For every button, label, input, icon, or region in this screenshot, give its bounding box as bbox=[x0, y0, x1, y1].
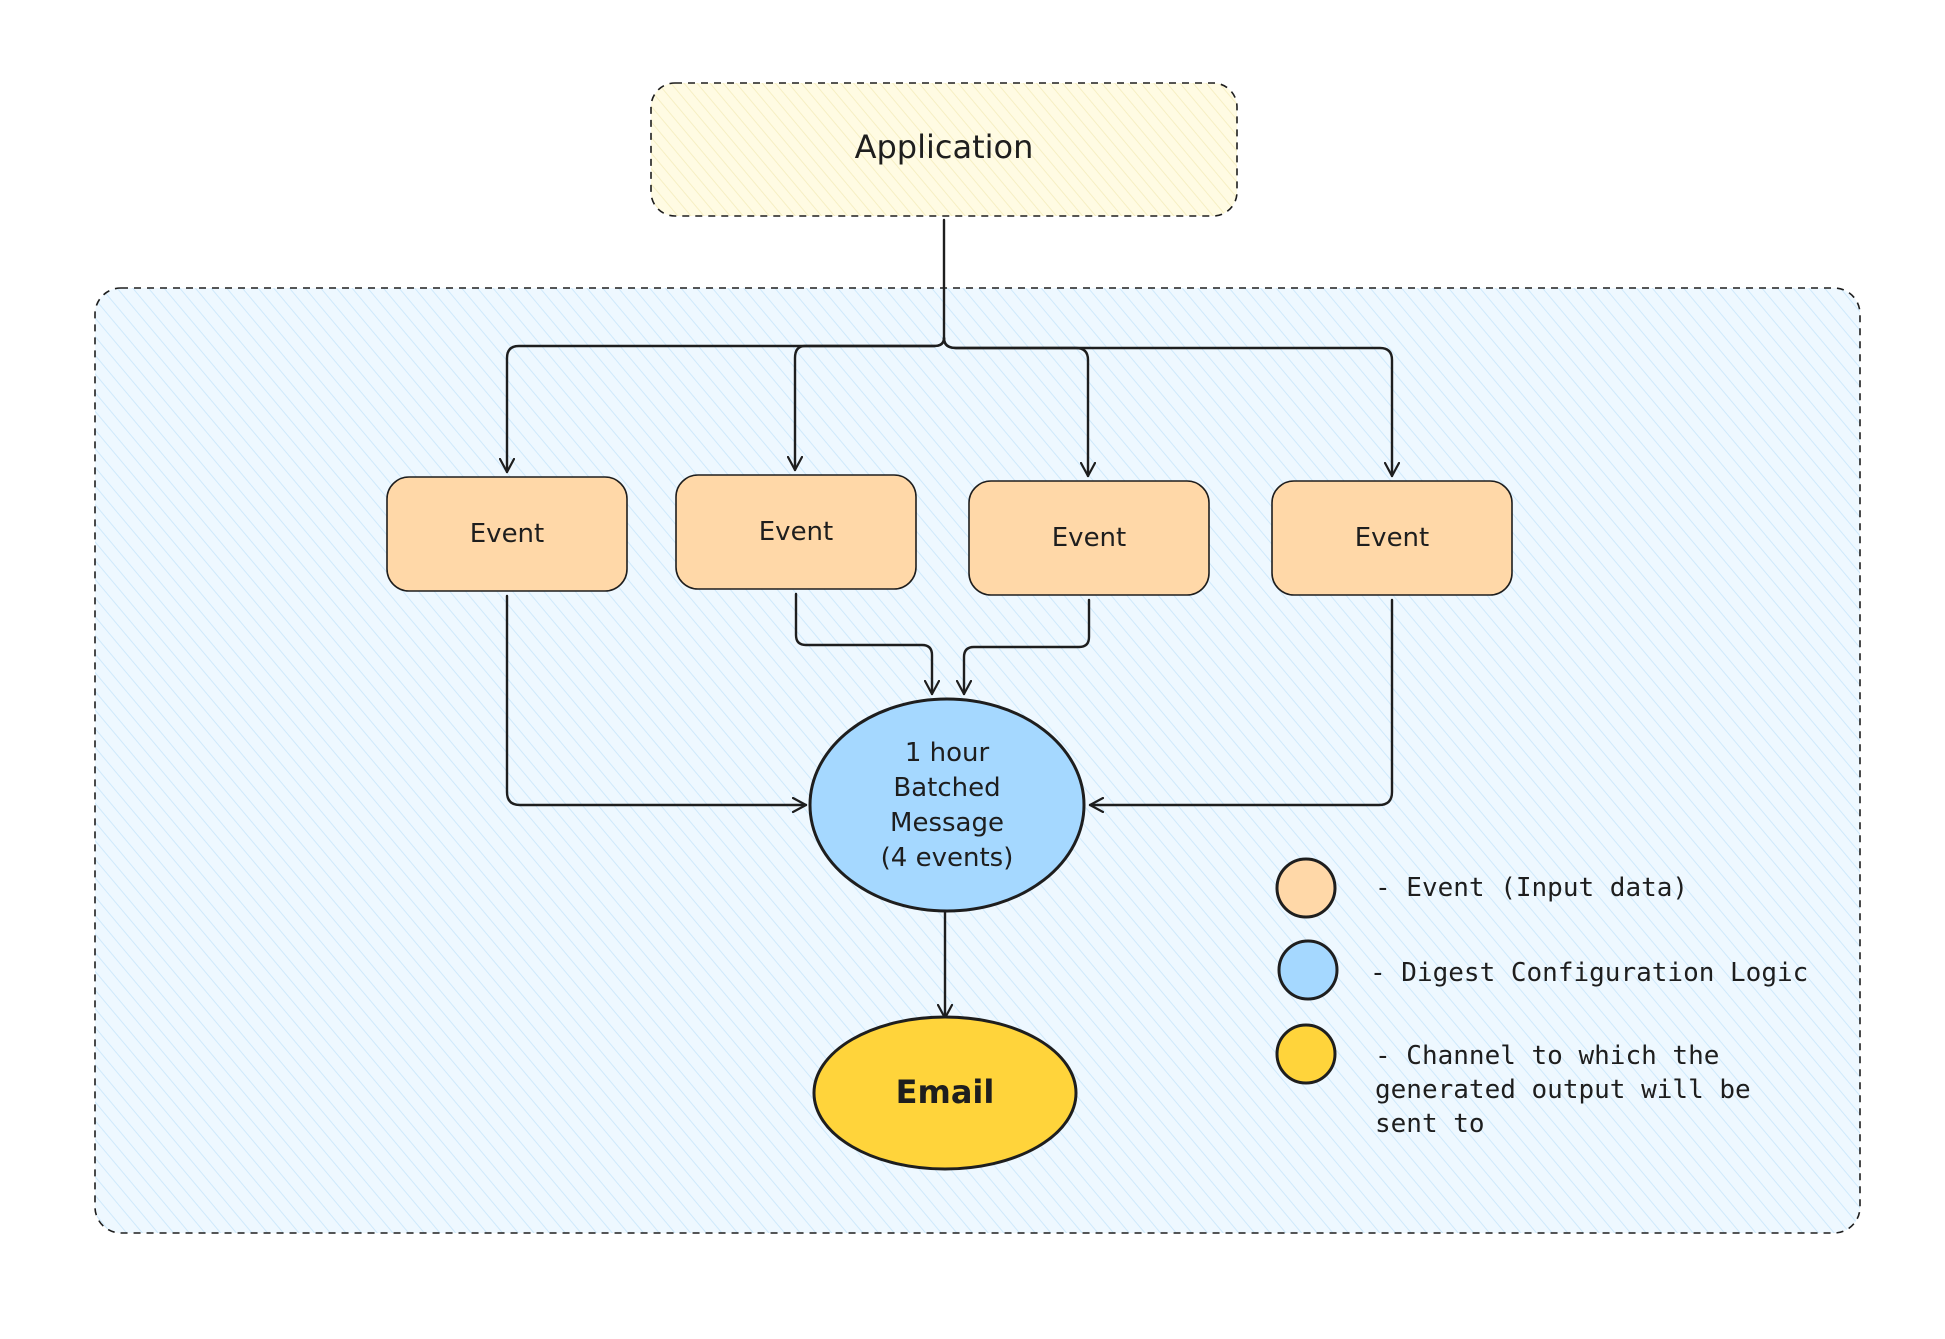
event-label: Event bbox=[470, 519, 544, 549]
event-label: Event bbox=[1355, 523, 1429, 553]
event-node: Event bbox=[386, 476, 628, 592]
legend-swatch-channel bbox=[1275, 1023, 1337, 1085]
legend: - Event (Input data) - Digest Configurat… bbox=[1275, 857, 1808, 1139]
legend-item-digest: - Digest Configuration Logic bbox=[1277, 939, 1808, 1001]
digest-label-line: Batched bbox=[893, 773, 1000, 803]
legend-item-channel: - Channel to which the generated output … bbox=[1275, 1023, 1751, 1139]
application-connectors bbox=[507, 218, 1392, 478]
digest-node: 1 hour Batched Message (4 events) bbox=[808, 697, 1086, 913]
arrow-app-to-event-2 bbox=[795, 336, 946, 472]
arrow-event-2-to-digest bbox=[794, 592, 932, 696]
channel-node: Email bbox=[812, 1015, 1078, 1171]
event-node: Event bbox=[675, 474, 917, 590]
event-connectors bbox=[505, 592, 1394, 805]
legend-text: - Digest Configuration Logic bbox=[1370, 958, 1808, 988]
legend-text: generated output will be bbox=[1375, 1075, 1751, 1105]
arrow-event-1-to-digest bbox=[505, 594, 808, 805]
arrow-app-to-event-4 bbox=[942, 336, 1392, 478]
arrow-event-3-to-digest bbox=[964, 598, 1091, 696]
event-node: Event bbox=[968, 480, 1210, 596]
event-label: Event bbox=[1052, 523, 1126, 553]
legend-text: - Event (Input data) bbox=[1375, 873, 1688, 903]
event-node: Event bbox=[1271, 480, 1513, 596]
application-label: Application bbox=[855, 128, 1034, 166]
legend-text: sent to bbox=[1375, 1109, 1485, 1139]
digest-label-line: 1 hour bbox=[905, 738, 990, 768]
digest-label-line: Message bbox=[890, 808, 1004, 838]
legend-item-event: - Event (Input data) bbox=[1275, 857, 1688, 919]
legend-text: - Channel to which the bbox=[1375, 1041, 1719, 1071]
legend-swatch-digest bbox=[1277, 939, 1339, 1001]
channel-label: Email bbox=[896, 1073, 995, 1111]
event-label: Event bbox=[759, 517, 833, 547]
legend-swatch-event bbox=[1275, 857, 1337, 919]
arrow-event-4-to-digest bbox=[1088, 598, 1394, 805]
digest-label-line: (4 events) bbox=[881, 843, 1014, 873]
application-node: Application bbox=[650, 82, 1238, 217]
